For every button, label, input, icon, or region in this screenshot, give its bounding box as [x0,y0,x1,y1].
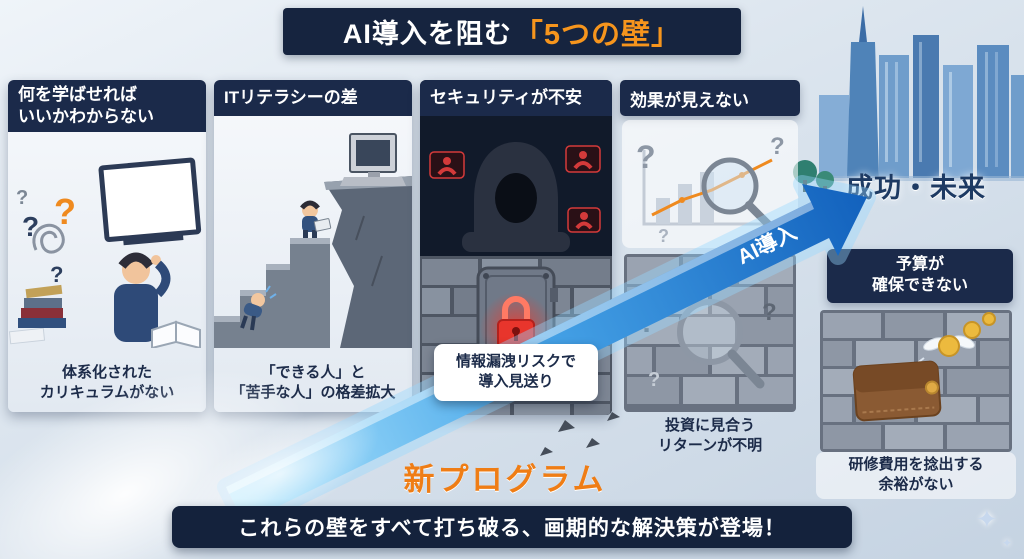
card-budget-caption: 研修費用を捻出する 余裕がない [816,452,1016,499]
sparkle-icon: ✦ [976,504,998,534]
cliff-icon [324,176,412,348]
city-skyline-illustration [793,6,1024,196]
whiteboard-icon [98,157,202,246]
card-budget-header: 予算が 確保できない [827,249,1013,303]
climber-with-laptop-icon [300,200,332,238]
question-icon: ? [16,187,28,209]
question-icon: ? [638,306,656,339]
question-icon: ? [770,133,785,160]
card-effect-header: 効果が見えない [620,80,800,116]
scribble-icon [32,223,65,254]
question-icon: ? [50,262,63,287]
card-literacy-caption: 「できる人」と 「苦手な人」の格差拡大 [230,363,396,401]
question-icon: ? [54,191,76,232]
solution-banner: これらの壁をすべて打ち破る、画期的な解決策が登場！ [172,506,852,548]
roi-wall-illustration: ? ? ? [624,254,796,412]
card-curriculum-header: 何を学ばせれば いいかわからない [8,80,206,132]
question-icon: ? [636,139,656,175]
question-icon: ? [658,226,669,246]
sparkle-icon: ✦ [1002,536,1013,550]
wallet-icon [852,360,942,422]
card-literacy-gap: ITリテラシーの差 [214,80,412,412]
debris-icon [540,412,620,456]
question-icon: ? [22,211,39,242]
title-highlight: 「5つの壁」 [513,18,682,51]
success-label: 成功・未来 [846,173,986,203]
question-icon: ? [648,369,660,391]
program-label: 新プログラム [403,462,607,497]
title-banner: AI導入を阻む 「5つの壁」 [283,8,741,55]
cliff-gap-illustration [214,133,412,348]
question-icon: ? [762,299,777,326]
unclear-chart-illustration: ? ? ? [622,120,798,248]
hacker-alert-icon [565,145,601,173]
card-security-header: セキュリティが不安 [420,80,612,116]
card-curriculum: 何を学ばせれば いいかわからない ? ? ? ? [8,80,206,412]
stairs-icon [214,238,330,348]
card-security-caption: 情報漏洩リスクで 導入見送り [434,344,598,401]
title-text: AI導入を阻む [342,19,512,49]
retro-computer-icon [340,133,406,186]
confused-learner-illustration: ? ? ? ? [8,157,202,348]
card-literacy-header: ITリテラシーの差 [214,80,412,116]
books-icon [8,284,66,345]
card-curriculum-caption: 体系化された カリキュラムがない [39,363,175,401]
open-book-icon [151,320,201,348]
hacker-alert-icon [567,207,601,233]
budget-wall-illustration [820,310,1012,452]
winged-coin-icon [915,312,996,371]
hacker-alert-icon [429,151,465,179]
card-effect-caption: 投資に見合う リターンが不明 [657,417,763,455]
